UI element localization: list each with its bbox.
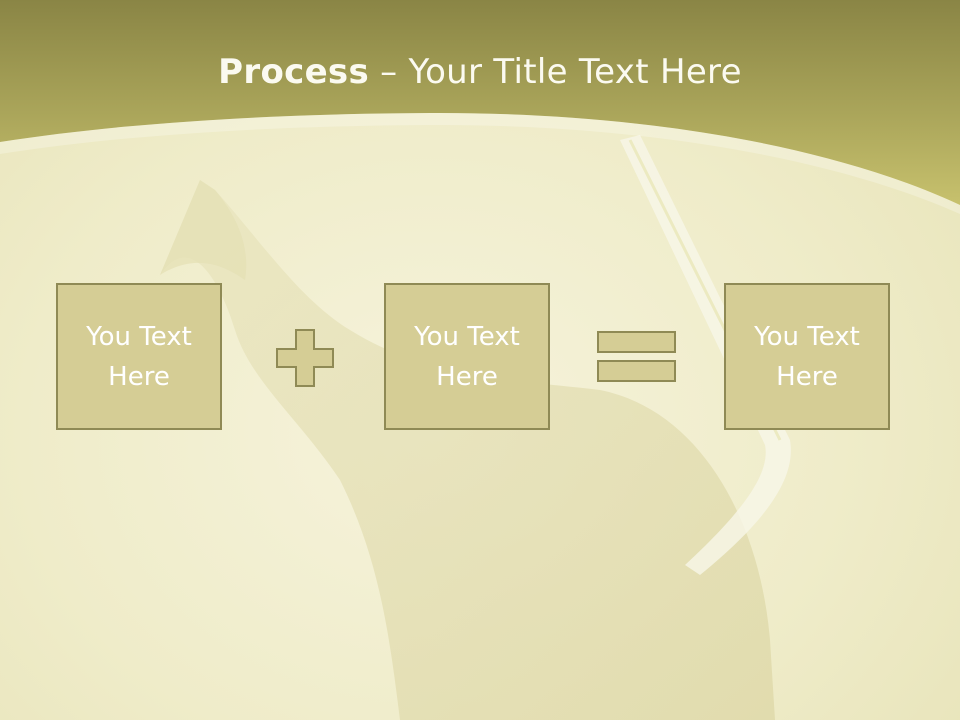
process-step-label: You Text Here [414, 321, 520, 392]
process-step-box-1[interactable]: You Text Here [56, 283, 222, 430]
equals-icon [597, 331, 676, 382]
process-step-label: You Text Here [86, 321, 192, 392]
title-rest-text: – Your Title Text Here [369, 52, 742, 92]
title-bold-text: Process [218, 52, 370, 92]
plus-icon [276, 329, 334, 387]
slide-title[interactable]: Process – Your Title Text Here [0, 52, 960, 92]
process-step-box-3[interactable]: You Text Here [724, 283, 890, 430]
header-band [0, 0, 960, 214]
process-step-label: You Text Here [754, 321, 860, 392]
process-step-box-2[interactable]: You Text Here [384, 283, 550, 430]
